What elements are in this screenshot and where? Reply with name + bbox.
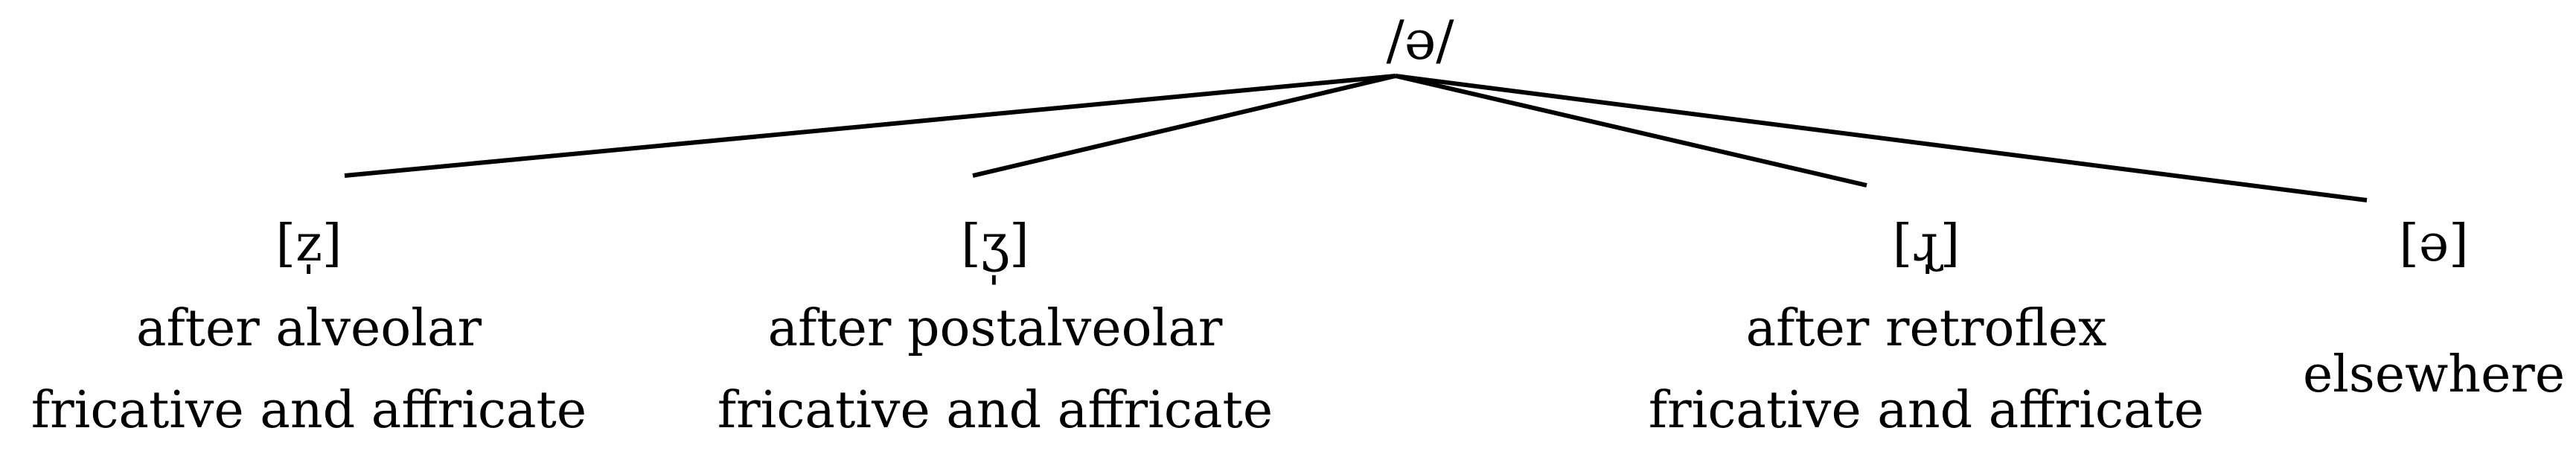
allophone-schwa-label: [ə] [2399,214,2469,273]
allophone-z-condition-line-1: after alveolar [135,299,482,358]
branch-to-zh [972,74,1396,178]
branch-to-r [1395,74,1867,188]
allophone-r-condition-line-1: after retroflex [1745,299,2107,358]
allophone-z-condition-line-2: fricative and affricate [31,381,587,440]
allophone-zh-condition-line-2: fricative and affricate [717,381,1273,440]
allophone-schwa-condition-line-1: elsewhere [2302,345,2566,404]
allophone-r-label: [ɻ̩] [1892,214,1960,273]
allophone-r-condition-line-2: fricative and affricate [1648,381,2205,440]
allophone-z-label: [z̩] [275,214,342,273]
root-phoneme: /ə/ [1386,9,1454,71]
branch-to-z [344,74,1396,178]
branch-to-schwa [1395,74,2368,202]
allophone-zh-label: [ʒ̩] [961,214,1029,273]
allophone-zh-condition-line-1: after postalveolar [767,299,1223,358]
